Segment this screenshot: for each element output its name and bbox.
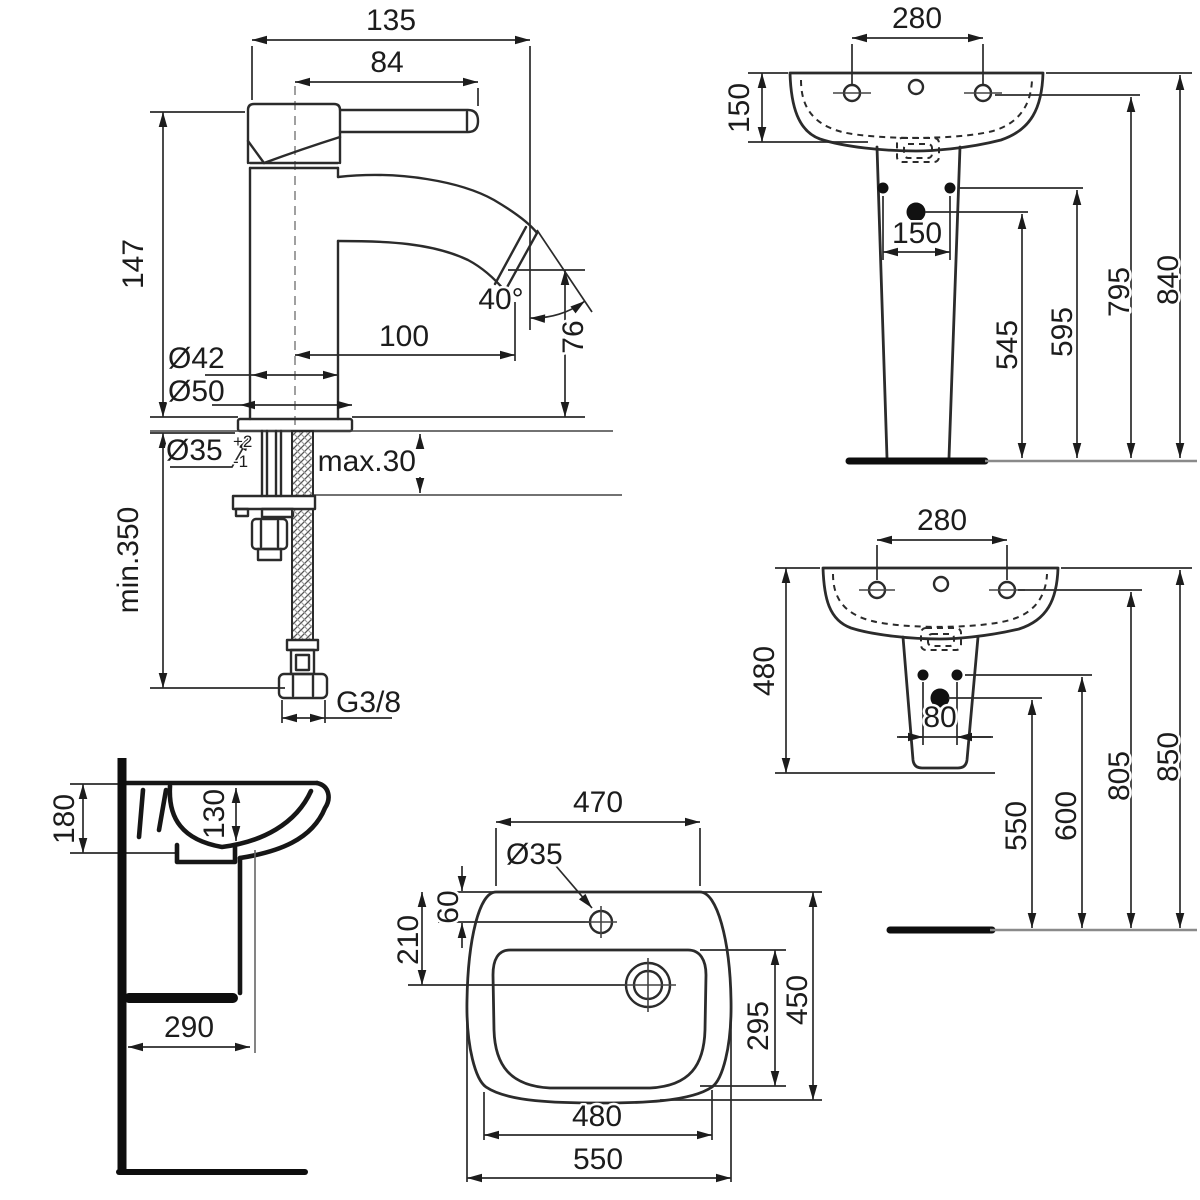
inner-bowl <box>491 948 708 1090</box>
dim-faucet-handle-length: 84 <box>370 46 403 79</box>
dim-ped-rim-depth: 150 <box>723 83 756 133</box>
top-outline <box>465 890 733 1105</box>
faucet-view: 135 84 147 min.350 Ø42 Ø50 Ø35 +2 -1 max… <box>110 2 622 723</box>
dim-top-bowl-length: 295 <box>742 1001 775 1051</box>
hose-fitting <box>277 672 329 700</box>
semi-pedestal-dimensions: 280 480 80 550 600 805 850 <box>746 502 1192 928</box>
dim-ped-trap-height: 545 <box>991 320 1024 370</box>
dim-faucet-spout-reach: 100 <box>379 320 429 353</box>
trap-outlet <box>930 688 950 708</box>
dim-top-overall-width: 550 <box>573 1143 623 1176</box>
dim-ped-rim-height: 840 <box>1152 255 1185 305</box>
dim-semi-unit-height: 480 <box>748 646 781 696</box>
dim-ped-tap-spacing: 280 <box>892 2 942 35</box>
trap-opening <box>920 627 962 651</box>
dim-top-mid-width: 480 <box>572 1100 622 1133</box>
semi-basin-outline <box>821 566 1197 934</box>
faucet-mounting-hardware <box>150 429 622 700</box>
dim-top-rear-width: 470 <box>573 786 623 819</box>
dim-faucet-hole-tol-minus: -1 <box>233 452 248 471</box>
dim-faucet-overall-width: 135 <box>366 4 416 37</box>
basin-side-view: 180 130 290 <box>46 758 331 1175</box>
overflow-hole <box>932 575 950 593</box>
dim-faucet-base-diameter: Ø50 <box>168 375 225 408</box>
top-reference-lines <box>408 891 822 1101</box>
fixing-hole-left <box>917 669 929 681</box>
dim-top-tap-hole: Ø35 <box>506 838 563 871</box>
basin-full-pedestal-view: 280 150 150 545 595 795 840 <box>721 0 1197 465</box>
dim-side-clearance: 290 <box>164 1011 214 1044</box>
dim-semi-fixing-spacing: 80 <box>923 701 956 734</box>
trap-outlet <box>906 202 926 222</box>
dim-faucet-mounting-hole: Ø35 <box>166 434 223 467</box>
dim-semi-rim-height: 850 <box>1152 732 1185 782</box>
fixing-hole-right <box>944 182 956 194</box>
dim-semi-tap-spacing: 280 <box>917 504 967 537</box>
supply-hose-upper <box>291 430 314 497</box>
supply-hose-lower <box>291 508 314 641</box>
dim-faucet-hole-tol-plus: +2 <box>233 432 252 451</box>
dim-faucet-spout-angle: 40° <box>478 283 523 316</box>
dim-top-overall-depth: 450 <box>781 975 814 1025</box>
side-outline <box>116 758 331 1175</box>
faucet-dimensions: 135 84 147 min.350 Ø42 Ø50 Ø35 +2 -1 max… <box>110 2 593 723</box>
fixing-hole-left <box>877 182 889 194</box>
pedestal-basin-outline <box>788 71 1197 465</box>
dim-side-bowl-depth: 130 <box>198 789 231 839</box>
fixing-hole-right <box>951 669 963 681</box>
dim-faucet-connection: G3/8 <box>336 686 401 719</box>
dim-top-hole-offset: 60 <box>432 890 465 923</box>
dim-top-drain-offset: 210 <box>392 915 425 965</box>
faucet-body-outline <box>236 102 539 433</box>
dim-semi-trap-height: 550 <box>1000 801 1033 851</box>
dim-faucet-spout-height: 76 <box>557 320 590 353</box>
dim-faucet-height: 147 <box>117 239 150 289</box>
top-dimensions: 470 Ø35 60 210 295 450 480 550 <box>390 784 818 1183</box>
dim-semi-fixing-height: 600 <box>1050 791 1083 841</box>
trap-opening <box>896 137 940 163</box>
dim-ped-deck-height: 795 <box>1103 267 1136 317</box>
basin-semi-pedestal-view: 280 480 80 550 600 805 850 <box>746 502 1197 934</box>
dim-side-rear-depth: 180 <box>48 794 81 844</box>
pedestal-dimensions: 280 150 150 545 595 795 840 <box>721 0 1192 458</box>
side-dimensions: 180 130 290 <box>46 784 250 1052</box>
dim-faucet-min-hose-length: min.350 <box>112 507 145 614</box>
overflow-hole <box>907 78 925 96</box>
dim-ped-fixing-height: 595 <box>1046 307 1079 357</box>
dim-ped-fixing-spacing: 150 <box>892 217 942 250</box>
pedestal-outline <box>875 145 962 460</box>
dim-semi-deck-height: 805 <box>1103 751 1136 801</box>
basin-top-view: 470 Ø35 60 210 295 450 480 550 <box>390 784 822 1183</box>
dim-faucet-max-deck: max.30 <box>318 445 416 478</box>
faucet-spout <box>336 173 539 235</box>
semi-pedestal-outline <box>901 635 980 770</box>
dim-faucet-body-diameter: Ø42 <box>168 342 225 375</box>
